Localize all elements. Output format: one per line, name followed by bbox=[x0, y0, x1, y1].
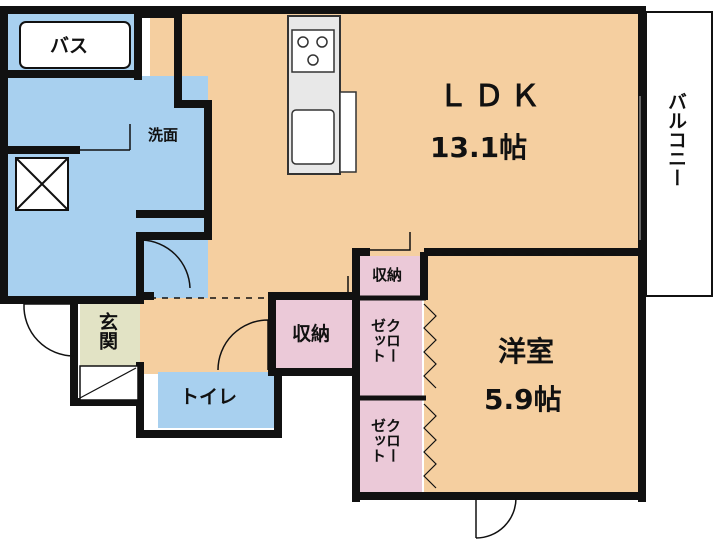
closet-dividers bbox=[356, 295, 426, 401]
door-washroom-top bbox=[80, 124, 131, 151]
counter-side bbox=[339, 91, 357, 173]
burner-3 bbox=[307, 54, 319, 66]
wall-toilet bbox=[136, 362, 282, 438]
door-entrance bbox=[23, 303, 75, 357]
bath-label: バス bbox=[50, 35, 89, 57]
burner-2 bbox=[316, 36, 328, 48]
door-storage-small bbox=[370, 232, 411, 251]
wall-entrance bbox=[70, 296, 144, 406]
closet-1-doors bbox=[423, 303, 437, 389]
western-room-floor bbox=[424, 256, 638, 496]
balcony-label: バルコニー bbox=[665, 92, 687, 187]
closet-2-label: クロー ゼット bbox=[369, 418, 402, 463]
washing-machine-cross bbox=[15, 157, 69, 211]
sink bbox=[291, 109, 335, 165]
closet-2-floor bbox=[360, 400, 422, 492]
door-wash bbox=[141, 239, 191, 290]
door-toilet bbox=[217, 319, 269, 371]
washroom-label: 洗面 bbox=[148, 126, 179, 144]
storage-hall-floor bbox=[276, 300, 356, 368]
entrance-floor bbox=[80, 304, 140, 366]
storage-small-label: 収納 bbox=[372, 266, 403, 284]
balcony-outline bbox=[645, 11, 713, 297]
balcony-floor bbox=[648, 14, 710, 294]
closet-1-label: クロー ゼット bbox=[369, 318, 402, 363]
storage-small-floor bbox=[360, 256, 422, 296]
fixtures bbox=[15, 15, 357, 401]
ldk-name-label: ＬＤＫ bbox=[438, 79, 546, 114]
closet-1-floor bbox=[360, 300, 422, 396]
entrance-label: 玄関 bbox=[96, 312, 118, 350]
entrance-step-diagonal bbox=[79, 367, 137, 399]
bathtub bbox=[19, 21, 131, 69]
burner-1 bbox=[297, 36, 309, 48]
closet-folding-doors bbox=[423, 303, 437, 489]
ldk-floor bbox=[150, 14, 638, 294]
closet-2-doors bbox=[423, 403, 437, 489]
storage-hall-label: 収納 bbox=[292, 323, 331, 345]
door-western bbox=[475, 497, 517, 539]
wall-storage-hall bbox=[268, 292, 360, 376]
western-name-label: 洋室 bbox=[498, 335, 555, 368]
doors bbox=[23, 124, 620, 539]
western-size-label: 5.9帖 bbox=[484, 383, 562, 416]
wall-wash-right bbox=[134, 6, 212, 240]
ldk-size-label: 13.1帖 bbox=[430, 131, 528, 164]
door-storage-hall bbox=[300, 276, 349, 295]
balcony bbox=[639, 11, 713, 297]
wall-wash-inner bbox=[4, 146, 212, 304]
toilet-label: トイレ bbox=[180, 386, 238, 408]
walls bbox=[0, 6, 646, 502]
toilet-floor bbox=[158, 372, 274, 428]
